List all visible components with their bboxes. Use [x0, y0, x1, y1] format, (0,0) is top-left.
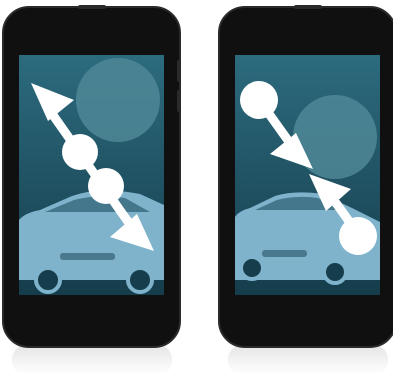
touch-point-icon	[88, 168, 124, 204]
phone-reflection-left	[12, 345, 172, 375]
phone-reflection-right	[228, 345, 388, 375]
touch-point-icon	[240, 81, 278, 119]
touch-point-icon	[62, 134, 98, 170]
moon-shape	[76, 58, 160, 142]
phone-left	[3, 5, 181, 347]
touch-point-icon	[339, 217, 377, 255]
phone-right	[219, 5, 393, 347]
